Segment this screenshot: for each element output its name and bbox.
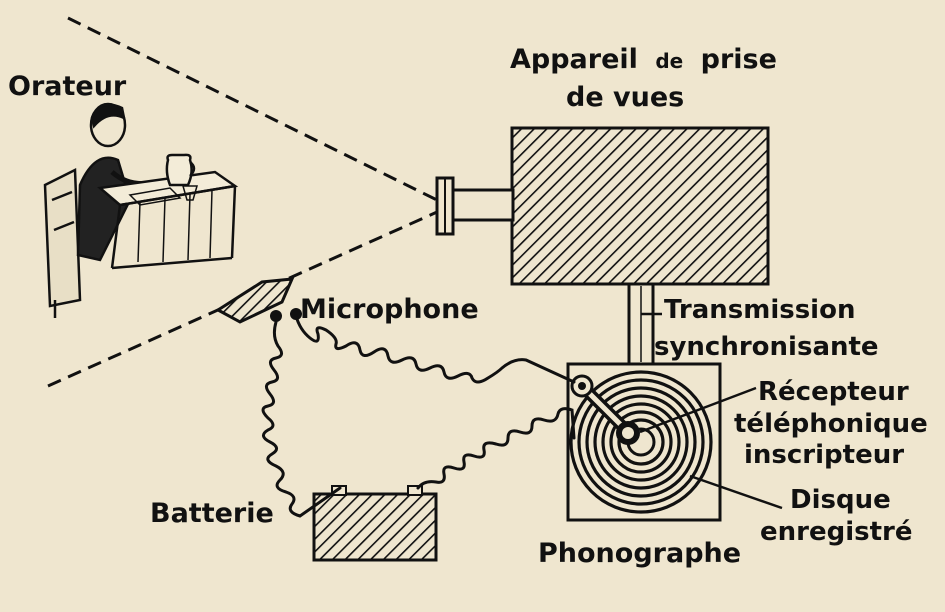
label-appareil: Appareil de prise (510, 44, 777, 75)
label-orateur: Orateur (8, 71, 127, 102)
leader-disque (689, 474, 783, 510)
label-appareil-de: de (655, 49, 683, 73)
label-disque-line1: Disque (790, 485, 891, 515)
label-appareil-line2: de vues (566, 82, 684, 113)
label-disque-line2: enregistré (760, 517, 912, 547)
microphone-device (215, 277, 302, 324)
label-recepteur-line2: téléphonique (734, 409, 928, 439)
wire-mic-to-phonograph (294, 314, 576, 384)
battery-device (312, 485, 438, 562)
label-recepteur-line1: Récepteur (758, 377, 909, 407)
label-recepteur-line3: inscripteur (744, 440, 904, 470)
label-appareil-main: Appareil (510, 44, 638, 75)
leader-recepteur (639, 386, 757, 434)
label-batterie: Batterie (150, 498, 274, 529)
speaker-illustration (43, 102, 239, 318)
label-appareil-prise: prise (701, 44, 777, 75)
camera-lens-tube (451, 188, 515, 222)
label-transmission-line2: synchronisante (654, 332, 879, 362)
sight-line-bottom (47, 210, 438, 388)
label-transmission-line1: Transmission (664, 295, 855, 325)
label-microphone: Microphone (300, 294, 479, 325)
wire-mic-to-battery (261, 320, 342, 518)
phonograph-device (566, 362, 722, 522)
camera-body (510, 126, 770, 286)
sight-line-top (67, 16, 438, 202)
label-phonographe: Phonographe (538, 538, 741, 569)
wire-battery-to-phonograph (416, 407, 576, 490)
